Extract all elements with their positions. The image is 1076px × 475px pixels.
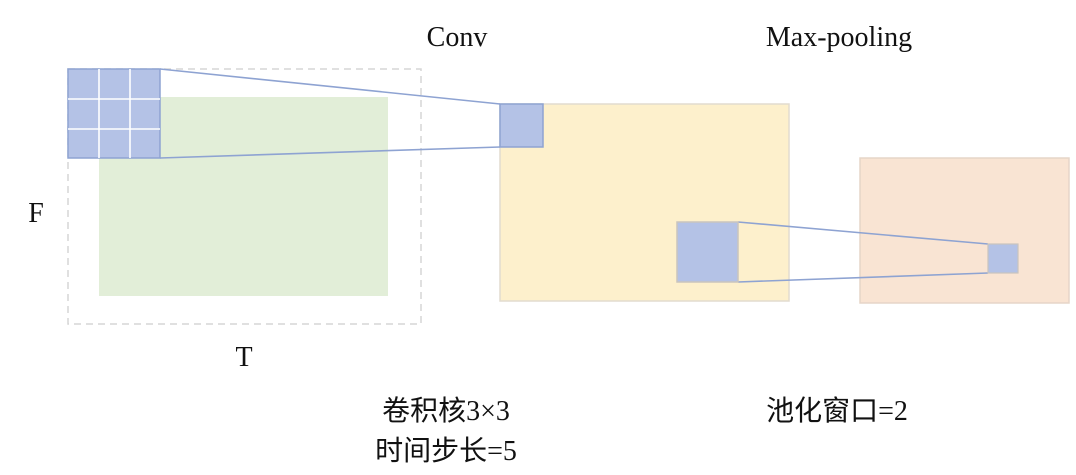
- frequency-axis-label: F: [28, 198, 44, 229]
- pool-projection-line-bottom: [737, 272, 989, 283]
- conv-output-cell: [499, 103, 544, 148]
- time-axis-label: T: [235, 342, 252, 373]
- pooling-window: [676, 221, 739, 283]
- conv-label: Conv: [427, 22, 488, 53]
- pool-projection-line-top: [737, 221, 989, 245]
- kernel-projection-line-top: [159, 68, 501, 105]
- pool-window-note: 池化窗口=2: [766, 395, 908, 427]
- conv-feature-map: [499, 103, 790, 302]
- conv-kernel-3x3: [67, 68, 161, 159]
- maxpool-label: Max-pooling: [766, 22, 912, 53]
- conv-kernel-note: 卷积核3×3: [382, 395, 510, 427]
- conv-stride-note: 时间步长=5: [375, 435, 517, 467]
- pooled-feature-map: [859, 157, 1070, 304]
- kernel-background: [67, 68, 161, 159]
- kernel-projection-line-bottom: [159, 146, 501, 159]
- pooled-output-cell: [987, 243, 1019, 274]
